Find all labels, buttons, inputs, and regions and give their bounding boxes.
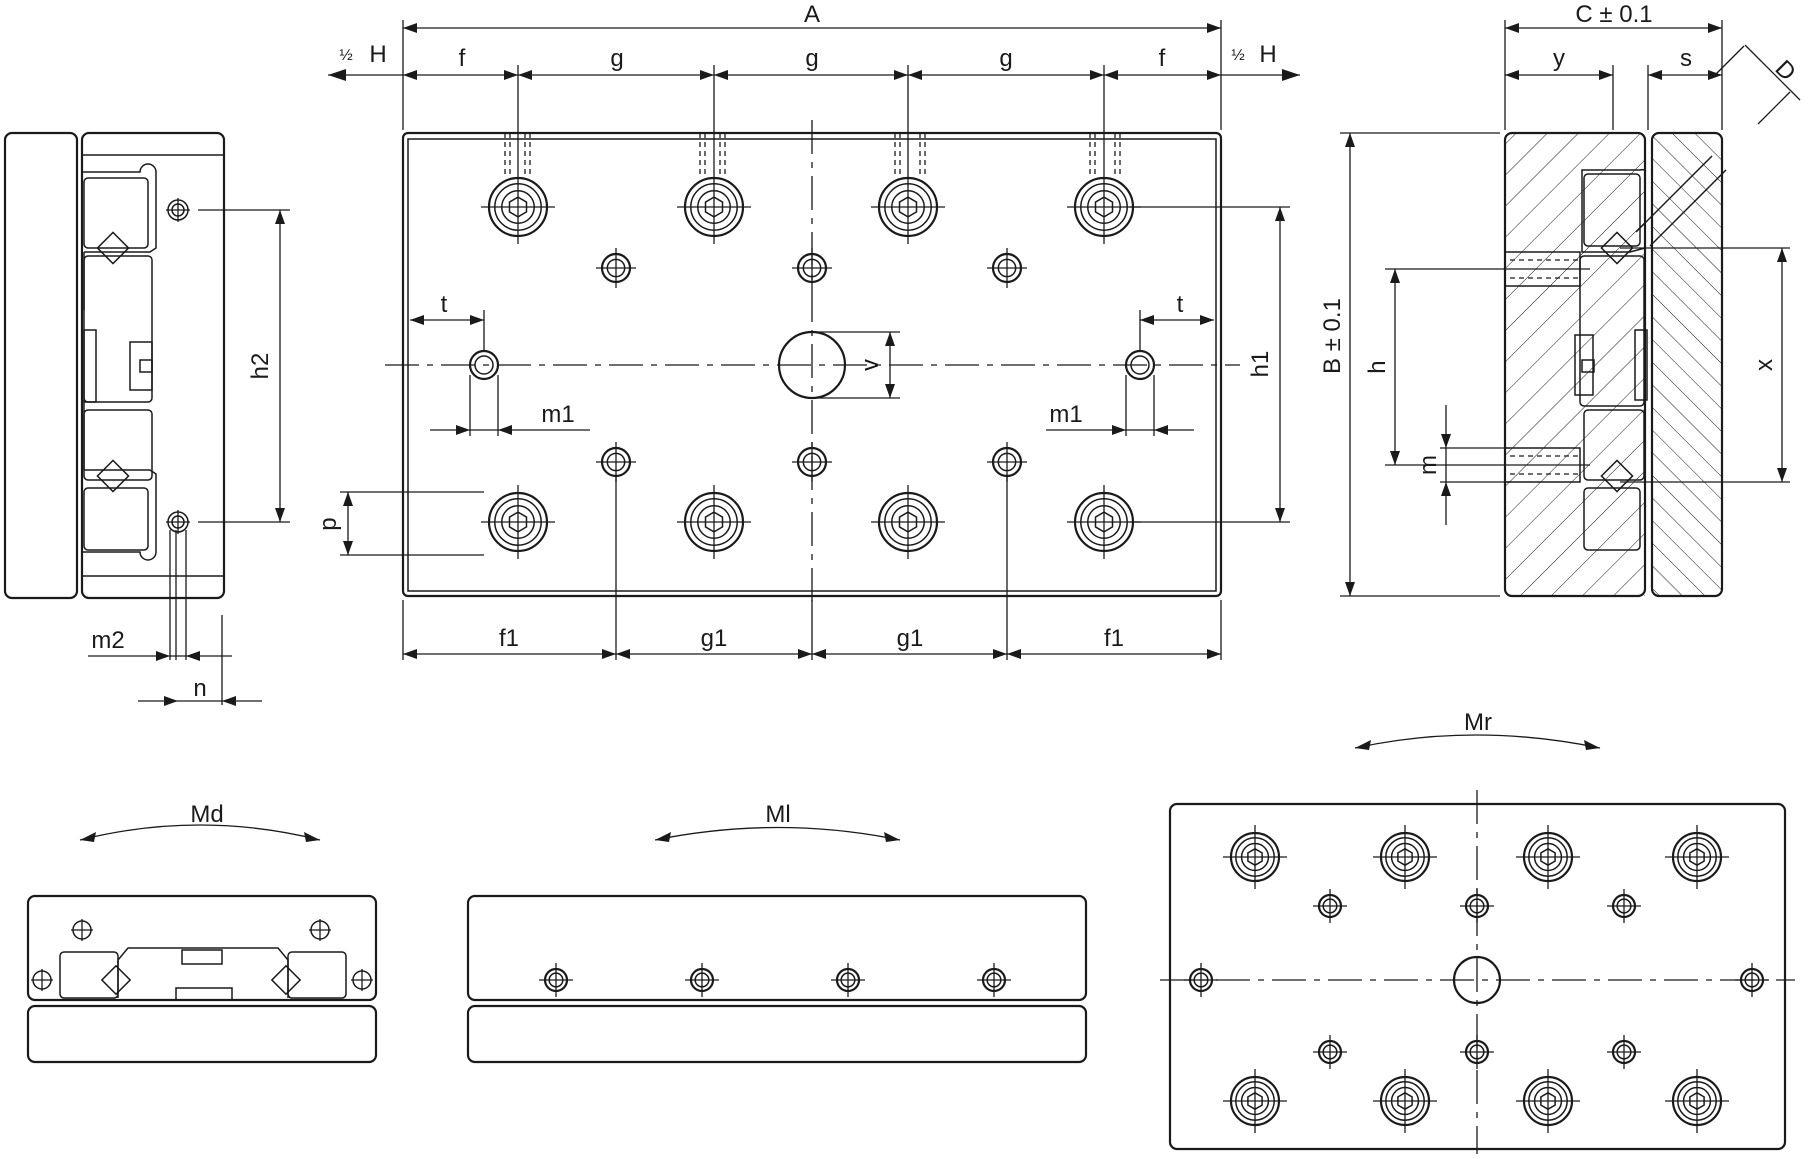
dim-h-label: h — [1364, 360, 1391, 373]
mounting-hole — [1313, 1035, 1347, 1069]
counterbore-hole — [1665, 1069, 1729, 1133]
dim-half-h-fraction-right: ½ — [1231, 47, 1244, 64]
counterbore-hole — [1067, 170, 1141, 244]
mr-view: Mr — [1160, 709, 1795, 1154]
dim-f1-left-label: f1 — [499, 625, 519, 652]
ml-holes — [539, 963, 1011, 997]
dim-m1-left-label: m1 — [541, 401, 574, 428]
mounting-hole — [1607, 889, 1641, 923]
dim-f-left-label: f — [459, 45, 466, 72]
side-view-left — [3, 131, 226, 600]
mounting-hole — [1607, 1035, 1641, 1069]
dim-B-label: B ± 0.1 — [1319, 298, 1346, 374]
dim-g1-left-label: g1 — [701, 625, 728, 652]
counterbore-hole — [481, 170, 555, 244]
counterbore-hole — [1516, 1069, 1580, 1133]
counterbore-hole — [1516, 825, 1580, 889]
mounting-hole — [792, 248, 832, 288]
counterbore-holes — [481, 170, 1141, 559]
dim-h1-label: h1 — [1247, 351, 1274, 378]
mounting-hole — [685, 963, 719, 997]
dim-s-label: s — [1680, 45, 1692, 72]
hidden-threads — [504, 133, 1121, 178]
mounting-hole — [1460, 1035, 1494, 1069]
moment-Mr-label: Mr — [1464, 709, 1492, 736]
dim-v-label: v — [857, 359, 884, 371]
dim-m1-right-label: m1 — [1049, 401, 1082, 428]
counterbore-hole — [1067, 485, 1141, 559]
counterbore-hole — [871, 485, 945, 559]
main-top-view — [385, 120, 1240, 610]
counterbore-hole — [481, 485, 555, 559]
dim-A-label: A — [804, 1, 820, 28]
mounting-hole — [596, 248, 636, 288]
section-view-right — [1503, 131, 1727, 598]
dim-n-label: n — [193, 675, 206, 702]
dim-f1-right-label: f1 — [1104, 625, 1124, 652]
dim-half-h-fraction-left: ½ — [339, 47, 352, 64]
moment-Md-label: Md — [190, 801, 223, 828]
dim-g1-label: g — [610, 45, 623, 72]
dim-C-label: C ± 0.1 — [1575, 1, 1652, 28]
counterbore-hole — [1223, 1069, 1287, 1133]
dim-h2-label: h2 — [247, 353, 274, 380]
dim-y-label: y — [1553, 45, 1565, 72]
dim-D-label: D — [1770, 55, 1801, 86]
mounting-hole — [792, 442, 832, 482]
dim-g1-right-label: g1 — [897, 625, 924, 652]
pin-hole — [1735, 963, 1769, 997]
mr-small-holes — [1184, 889, 1769, 1069]
dim-g2-label: g — [805, 45, 818, 72]
ml-view: Ml — [466, 801, 1088, 1064]
main-view-dimensions: A f g g g f ½ H ½ H t t — [315, 1, 1300, 660]
dim-m-label: m — [1415, 455, 1442, 475]
counterbore-hole — [871, 170, 945, 244]
dim-m2-label: m2 — [91, 627, 124, 654]
counterbore-hole — [677, 170, 751, 244]
dim-t-right-label: t — [1177, 291, 1184, 318]
mr-counterbores — [1223, 825, 1729, 1133]
counterbore-hole — [1373, 825, 1437, 889]
mounting-hole — [987, 248, 1027, 288]
pin-hole — [1184, 963, 1218, 997]
mounting-hole — [539, 963, 573, 997]
moment-Ml-label: Ml — [765, 801, 790, 828]
dim-t-left-label: t — [441, 291, 448, 318]
counterbore-hole — [1373, 1069, 1437, 1133]
dim-p-label: p — [315, 517, 342, 530]
md-view: Md — [26, 801, 378, 1064]
counterbore-hole — [1665, 825, 1729, 889]
dim-g3-label: g — [999, 45, 1012, 72]
left-view-dimensions: h2 m2 n — [88, 209, 290, 706]
mounting-hole — [1313, 889, 1347, 923]
mounting-hole — [1460, 889, 1494, 923]
section-view-dimensions: C ± 0.1 y s D B ± 0.1 h m — [1319, 1, 1801, 597]
counterbore-hole — [1223, 825, 1287, 889]
mounting-hole — [977, 963, 1011, 997]
dim-x-label: x — [1751, 359, 1778, 371]
dim-half-h-right-label: H — [1259, 41, 1276, 68]
dim-f-right-label: f — [1159, 45, 1166, 72]
counterbore-hole — [677, 485, 751, 559]
mounting-hole — [831, 963, 865, 997]
dim-half-h-left-label: H — [369, 41, 386, 68]
